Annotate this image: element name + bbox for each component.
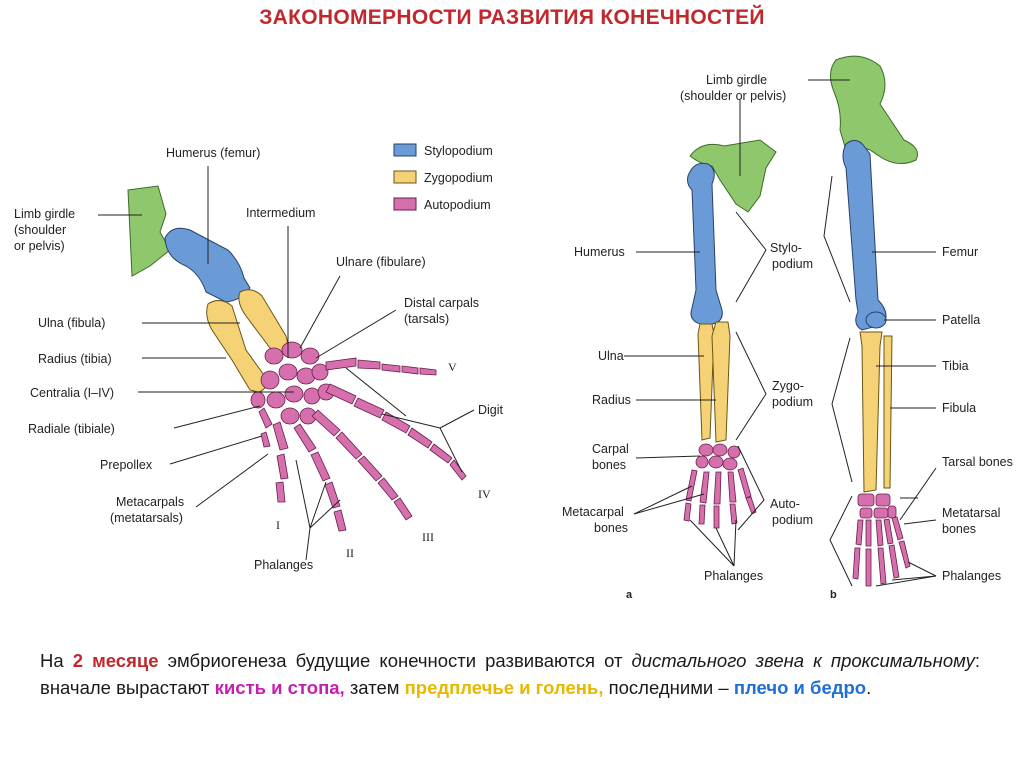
arm-radius (711, 321, 731, 443)
caption-text: На 2 месяце эмбриогенеза будущие конечно… (40, 647, 980, 701)
leg-patella (865, 311, 887, 329)
caption-italic-distal: дистального звена к проксимальному (631, 650, 975, 671)
label-stylo-l1: Stylo- (770, 241, 802, 255)
label-tarsal: Tarsal bones (942, 455, 1013, 469)
caption-highlight-month: 2 месяце (72, 650, 159, 671)
label-metacarpal-l2: bones (594, 521, 628, 535)
left-digit-iv (325, 383, 467, 481)
panel-label-a: a (626, 589, 633, 601)
label-roman-i: I (276, 518, 280, 532)
left-carpals (250, 341, 335, 425)
arm-drawing (683, 139, 777, 529)
left-digit-iii (311, 409, 413, 521)
label-radiale: Radiale (tibiale) (28, 422, 115, 436)
legend-swatch-stylopodium (393, 143, 417, 157)
arm-humerus (687, 162, 723, 325)
label-centralia: Centralia (I–IV) (30, 386, 114, 400)
arm-scapula (689, 139, 777, 213)
slide-title: ЗАКОНОМЕРНОСТИ РАЗВИТИЯ КОНЕЧНОСТЕЙ (259, 6, 765, 29)
left-digit-i (272, 421, 289, 503)
label-distal-carpals-l1: Distal carpals (404, 296, 479, 310)
caption-seg-6: . (866, 677, 872, 698)
label-distal-carpals-l2: (tarsals) (404, 312, 449, 326)
left-digit-v (325, 357, 437, 376)
legend-swatch-zygopodium (393, 170, 417, 184)
left-prepollex (258, 407, 273, 448)
caption-seg-1: На (40, 650, 73, 671)
left-girdle-bone (127, 185, 171, 277)
legend-swatch-autopodium (393, 197, 417, 211)
arm-hand (683, 443, 757, 529)
label-digit: Digit (478, 403, 504, 417)
label-limb-girdle-l1: Limb girdle (14, 207, 75, 221)
left-limb-drawing (127, 185, 467, 532)
label-prepollex: Prepollex (100, 458, 153, 472)
label-intermedium: Intermedium (246, 206, 315, 220)
label-roman-ii: II (346, 546, 354, 560)
label-tibia: Tibia (942, 359, 969, 373)
caption-highlight-forearm-shin: предплечье и голень, (404, 677, 604, 698)
label-limb-girdle-l2: (shoulder (14, 223, 66, 237)
left-labels: Limb girdle (shoulder or pelvis) Humerus… (14, 146, 504, 572)
right-labels: Limb girdle (shoulder or pelvis) Humerus… (562, 73, 1013, 601)
label-ulna-fibula: Ulna (fibula) (38, 316, 105, 330)
label-metacarpals-l1: Metacarpals (116, 495, 184, 509)
legend-label-zygopodium: Zygopodium (424, 171, 493, 185)
caption-highlight-hand-foot: кисть и стопа, (214, 677, 345, 698)
label-metatarsal-l1: Metatarsal (942, 506, 1000, 520)
label-fibula: Fibula (942, 401, 976, 415)
label-stylo-l2: podium (772, 257, 813, 271)
label-metatarsal-l2: bones (942, 522, 976, 536)
legend-label-stylopodium: Stylopodium (424, 144, 493, 158)
left-ulna-bone (238, 289, 288, 353)
left-digit-ii (293, 423, 347, 532)
leg-pelvis (830, 55, 918, 164)
label-roman-iv: IV (478, 487, 491, 501)
legend: Stylopodium Zygopodium Autopodium (393, 143, 493, 212)
left-leader-lines (98, 166, 475, 561)
label-humerus-femur: Humerus (femur) (166, 146, 260, 160)
arm-ulna (697, 323, 715, 441)
label-ulnare: Ulnare (fibulare) (336, 255, 426, 269)
right-leader-lines (624, 79, 937, 587)
leg-fibula (883, 335, 893, 489)
caption-seg-2: эмбриогенеза будущие конечности развиваю… (158, 650, 632, 671)
label-zygo-l1: Zygo- (772, 379, 804, 393)
leg-foot (852, 493, 911, 587)
label-metacarpals-l2: (metatarsals) (110, 511, 183, 525)
label-limb-girdle-l3: or pelvis) (14, 239, 65, 253)
label-ulna: Ulna (598, 349, 624, 363)
caption-seg-3: : вначале вырастают (40, 650, 981, 698)
label-femur: Femur (942, 245, 978, 259)
caption-highlight-shoulder-thigh: плечо и бедро (733, 677, 867, 698)
label-roman-iii: III (422, 530, 434, 544)
panel-label-b: b (830, 589, 837, 601)
label-rgirdle-l2: (shoulder or pelvis) (680, 89, 786, 103)
label-zygo-l2: podium (772, 395, 813, 409)
label-auto-l2: podium (772, 513, 813, 527)
label-phalanges-a: Phalanges (704, 569, 763, 583)
label-humerus: Humerus (574, 245, 625, 259)
label-auto-l1: Auto- (770, 497, 800, 511)
label-phalanges-b: Phalanges (942, 569, 1001, 583)
label-rgirdle-l1: Limb girdle (706, 73, 767, 87)
label-carpal-l2: bones (592, 458, 626, 472)
legend-label-autopodium: Autopodium (424, 198, 491, 212)
caption-seg-5: последними – (603, 677, 734, 698)
label-metacarpal-l1: Metacarpal (562, 505, 624, 519)
caption-seg-4: затем (344, 677, 405, 698)
label-patella: Patella (942, 313, 980, 327)
label-roman-v: V (448, 360, 457, 374)
leg-drawing (830, 55, 918, 587)
label-radius: Radius (592, 393, 631, 407)
label-radius-tibia: Radius (tibia) (38, 352, 112, 366)
limb-diagram: Limb girdle (shoulder or pelvis) Humerus… (14, 55, 1013, 601)
label-carpal-l1: Carpal (592, 442, 629, 456)
leg-tibia (859, 331, 883, 493)
label-phalanges-left: Phalanges (254, 558, 313, 572)
